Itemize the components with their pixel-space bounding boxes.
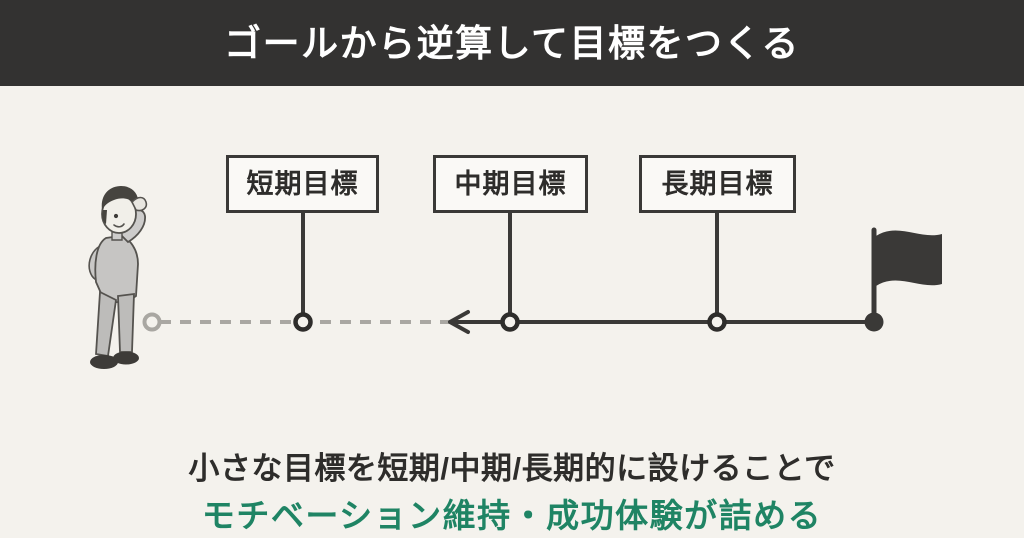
diagram-canvas: 短期目標 中期目標 長期目標 小さな目標を短期/中期/長期的に設けることで モチ… — [0, 86, 1024, 538]
person-thinking-icon — [88, 186, 148, 369]
marker-mid-term — [500, 312, 520, 332]
caption-block: 小さな目標を短期/中期/長期的に設けることで モチベーション維持・成功体験が詰め… — [0, 448, 1024, 538]
caption-line-1: 小さな目標を短期/中期/長期的に設けることで — [188, 451, 836, 486]
milestone-label-long-term: 長期目標 — [661, 168, 774, 199]
left-arrowhead-icon — [448, 310, 470, 334]
milestone-label-short-term: 短期目標 — [246, 168, 359, 199]
caption-line-2: モチベーション維持・成功体験が詰める — [201, 496, 823, 534]
milestone-label-mid-term: 中期目標 — [454, 168, 567, 199]
header-bar: ゴールから逆算して目標をつくる — [0, 0, 1024, 86]
start-point-marker — [142, 312, 162, 332]
page-title: ゴールから逆算して目標をつくる — [224, 22, 800, 64]
marker-short-term — [293, 312, 313, 332]
flag-icon — [871, 227, 942, 325]
milestone-box-long-term[interactable]: 長期目標 — [639, 155, 796, 213]
milestone-box-short-term[interactable]: 短期目標 — [226, 155, 379, 213]
diagram-svg — [88, 186, 942, 369]
milestone-box-mid-term[interactable]: 中期目標 — [433, 155, 588, 213]
marker-long-term — [707, 312, 727, 332]
